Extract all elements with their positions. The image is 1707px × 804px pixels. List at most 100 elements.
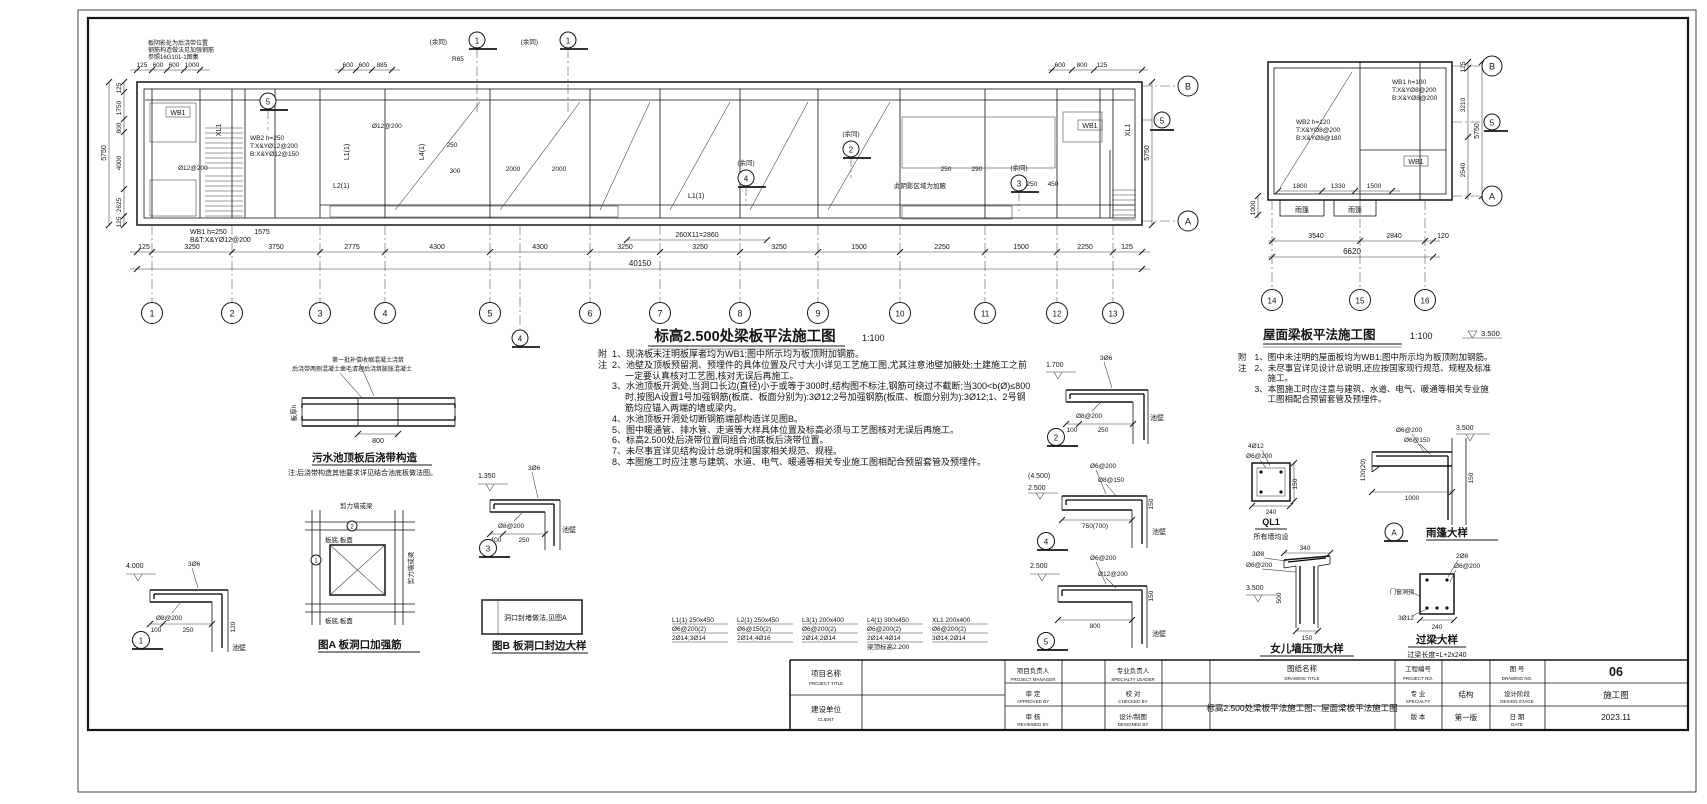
draw-label: 设计/制图	[1119, 712, 1147, 721]
slab-spec-wb1: WB1 h=250	[190, 229, 227, 236]
dim-label: 260X11=2860	[675, 232, 718, 239]
detail-post-cast-strip: 第一批补偿收缩混凝土浇筑 后浇带两侧混凝土凿毛清理后浇筑膨胀混凝土 板厚h 80…	[288, 356, 456, 477]
sheet-frame	[77, 9, 1697, 793]
dim-label: 100	[491, 537, 502, 544]
corner-note-line: 钢筋构造做法见加强钢筋	[148, 46, 214, 54]
dim-label: 120	[230, 621, 237, 632]
canopy-label: 雨篷	[1348, 205, 1362, 214]
rebar-label: Ø8@200	[498, 523, 524, 530]
note-item: 2、未尽事宜详见设计总说明,还应按国家现行规范、规程及标准施工。	[1254, 362, 1492, 384]
detail-bubble-label: 4	[1044, 538, 1049, 547]
dim-label: 2250	[934, 244, 950, 251]
pm-label-en: PROJECT MANAGER	[1011, 677, 1057, 682]
dim-label: 1000	[1405, 495, 1420, 502]
dim-label: 250	[1098, 427, 1109, 434]
beam-tag-l1: L1(1)	[344, 144, 351, 160]
grid-bubble-label: B	[1489, 62, 1495, 72]
dim-total-label: 40150	[629, 259, 652, 268]
dim-label: 2840	[1386, 233, 1402, 240]
radius-label: R65	[452, 56, 464, 63]
date-label: 日 期	[1510, 713, 1525, 721]
rebar-label: Ø12@200	[372, 123, 402, 130]
detail-figure-b: 洞口封堵做法,见图A 图B 板洞口封边大样	[481, 599, 588, 654]
main-plan-notes: 附注 1、现浇板未注明板厚者均为WB1;图中所示均为板顶附加钢筋。 2、池壁及顶…	[598, 349, 1034, 468]
detail-title: 女儿墙压顶大样	[1270, 642, 1344, 655]
grid-bubble-label: 13	[1109, 310, 1118, 319]
review-label: 审 核	[1026, 712, 1041, 721]
yutong-label: (余同)	[1010, 163, 1027, 172]
plan-title: 标高2.500处梁板平法施工图	[653, 327, 835, 345]
rebar-label: 3Ø6	[528, 465, 541, 472]
dim-label: 150	[1148, 498, 1155, 509]
dim-label: 125	[1121, 244, 1133, 251]
dim-label: 240	[1266, 509, 1277, 516]
dim-label: 2000	[552, 166, 567, 173]
level-label: 2.500	[1028, 485, 1046, 492]
dim-label: 1800	[1293, 183, 1308, 190]
rebar-label: Ø6@200	[1090, 555, 1116, 562]
specialty-label-en: SPECIALTY	[1406, 699, 1430, 704]
slab-face-label: 板底,板面	[325, 535, 353, 544]
dim-label: 1330	[1331, 183, 1346, 190]
dim-label: 4300	[429, 244, 445, 251]
detail-tip: 第一批补偿收缩混凝土浇筑	[332, 356, 404, 364]
rebar-number-label: 1	[314, 559, 318, 565]
dim-label: 1250	[1023, 181, 1038, 188]
dim-label: 150	[1292, 478, 1299, 489]
note-item: 3、水池顶板开洞处,当洞口长边(直径)小于或等于300时,结构图不标注,钢筋可绕…	[612, 381, 1031, 413]
note-item: 7、未尽事宜详见结构设计总说明和国家相关规范、规程。	[612, 446, 843, 457]
lintel-position-label: 门窗洞顶	[1390, 588, 1414, 596]
grid-bubble-label: 4	[382, 309, 387, 319]
dim-label: 600	[153, 62, 164, 69]
beam-schedule-bars: 2Ø14;2Ø14	[802, 635, 836, 642]
dim-label: 125	[138, 244, 150, 251]
dim-label: 150	[1148, 590, 1155, 601]
detail-bubble-label: A	[1391, 529, 1397, 538]
title-block: 项目名称 PROJECT TITLE 建设单位 CLIENT 项目负责人 PRO…	[789, 659, 1688, 730]
grid-bubble-label: 3	[317, 309, 322, 319]
rebar-label: Ø8@200	[156, 615, 182, 622]
beam-schedule: L1(1) 250x450 Ø6@200(2) 2Ø14;3Ø14 L2(1) …	[672, 617, 988, 651]
section-mark-label: 1	[475, 37, 480, 46]
drawing-no-label-en: DRAWING NO.	[1502, 676, 1533, 681]
rebar-label: 3Ø12	[1398, 615, 1414, 622]
dim-label: 125	[1460, 61, 1467, 72]
note-item: 2、池壁及顶板预留洞、预埋件的具体位置及尺寸大小详见工艺施工图,尤其注意池壁加腋…	[612, 359, 1028, 381]
section-mark-label: 5	[1490, 119, 1495, 128]
detail-note: 过梁长度=L+2x240	[1407, 650, 1466, 659]
dim-label: 3250	[692, 244, 708, 251]
dim-label: 300	[450, 168, 461, 175]
detail-section-5: 2.500 Ø6@200 Ø12@200 800 150 池壁 5	[1030, 555, 1166, 651]
dim-label: 600	[1055, 62, 1066, 69]
notes-prefix: 附注	[598, 349, 608, 370]
main-plan-annotations: 板阴影处为后浇带位置 钢筋构造做法见加强钢筋 参照16G101-1图集 WB1 …	[148, 39, 1132, 244]
rebar-label: Ø8@200	[1076, 413, 1102, 420]
beam-schedule-name: L3(1) 200x400	[802, 617, 844, 624]
corner-note-line: 板阴影处为后浇带位置	[148, 39, 208, 47]
project-no-label-en: PROJECT NO.	[1403, 676, 1433, 681]
dim-label: 1750	[116, 100, 123, 115]
version-value: 第一版	[1455, 712, 1478, 722]
grid-bubble-label: 9	[815, 309, 820, 319]
slab-spec-wb2: T:X&YØ8@200	[1296, 127, 1341, 134]
dim-label: 250	[941, 166, 952, 173]
detail-note: 注:后浇带构造其他要求详见结合池底板做法图。	[288, 468, 437, 477]
detail-section-4: (4.500) 2.500 Ø6@200 Ø8@150 750(700) 150…	[1028, 463, 1166, 551]
date-label-en: DATE	[1511, 722, 1523, 727]
date-value: 2023.11	[1601, 712, 1631, 722]
rebar-label: 2Ø8	[1456, 553, 1469, 560]
beam-tag-xl1: XL1	[1125, 124, 1132, 137]
rebar-label: Ø6@200	[1246, 562, 1272, 569]
dim-label: 800	[1090, 623, 1101, 630]
grid-bubble-label: 6	[587, 309, 592, 319]
dim-label: 2775	[344, 244, 360, 251]
dim-label: 100	[1067, 427, 1078, 434]
dim-label: 290	[972, 166, 983, 173]
detail-tip: 后浇带两侧混凝土凿毛清理后浇筑膨胀混凝土	[292, 365, 412, 373]
dim-label: 1500	[1013, 244, 1029, 251]
dim-label: 120(20)	[1360, 459, 1367, 481]
slab-spec-wb1: B&T:X&YØ12@200	[190, 237, 251, 244]
yutong-label: (余同)	[737, 158, 754, 167]
detail-bubble-label: 5	[1044, 638, 1049, 647]
dim-total-label: 5750	[1474, 123, 1481, 139]
